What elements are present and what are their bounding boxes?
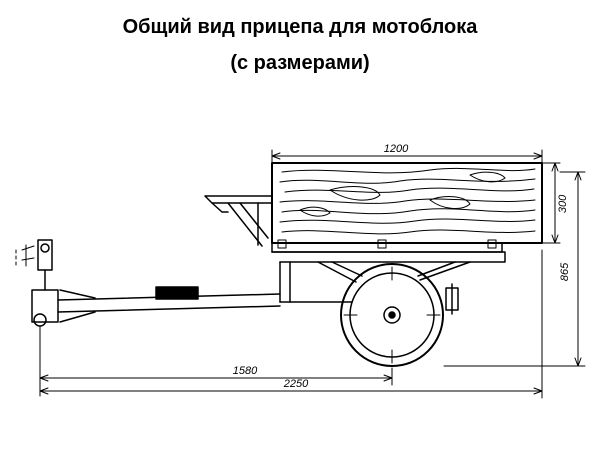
cargo-body bbox=[271, 162, 543, 253]
wood-grain bbox=[279, 167, 536, 235]
drawing-subtitle: (с размерами) bbox=[230, 52, 370, 74]
wheel bbox=[340, 263, 444, 367]
dimension-body-length bbox=[271, 149, 543, 163]
label-overall-height: 865 bbox=[559, 262, 571, 281]
trailer-frame bbox=[271, 251, 506, 303]
label-body-length: 1200 bbox=[384, 143, 409, 155]
dimension-overall-height bbox=[443, 171, 586, 367]
dimension-body-height bbox=[541, 162, 561, 244]
label-overall-length: 2250 bbox=[283, 378, 309, 390]
hitch bbox=[15, 239, 59, 327]
front-seat bbox=[204, 195, 273, 247]
dimension-hitch-to-axle bbox=[39, 325, 393, 397]
label-body-height: 300 bbox=[557, 194, 569, 213]
dimension-overall-length bbox=[39, 249, 543, 399]
drawbar bbox=[57, 286, 281, 323]
label-hitch-to-axle: 1580 bbox=[233, 365, 258, 377]
fender-bracket bbox=[445, 283, 459, 315]
drawing-title: Общий вид прицепа для мотоблока bbox=[122, 16, 478, 38]
